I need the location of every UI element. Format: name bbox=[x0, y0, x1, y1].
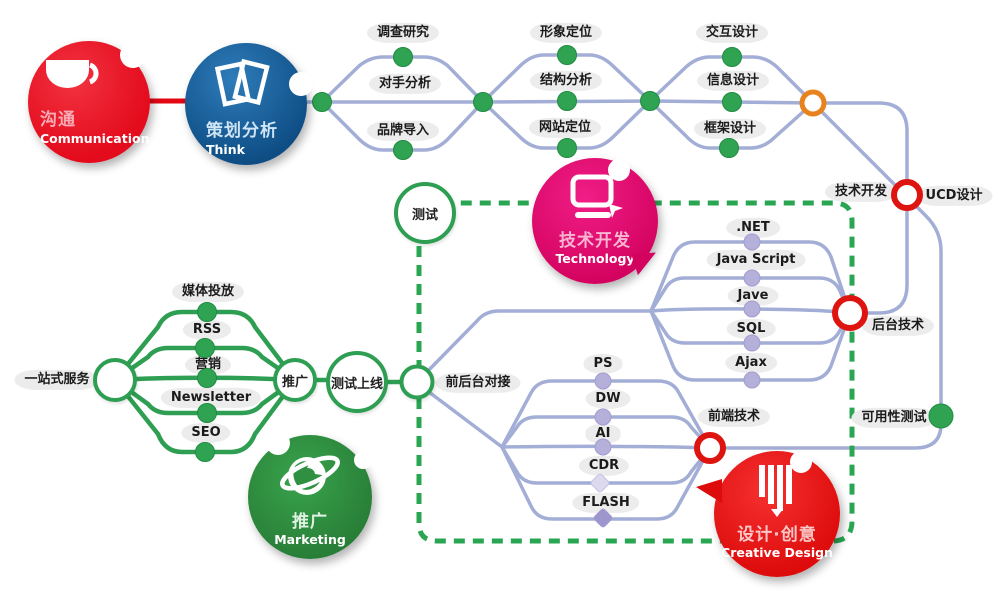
ring-design-merge bbox=[799, 89, 827, 117]
node-information-design bbox=[722, 92, 742, 112]
creative-sticker: 设计·创意 Creative Design bbox=[696, 451, 840, 577]
promote-circle-label: 推广 bbox=[281, 374, 308, 390]
label-information-design: 信息设计 bbox=[696, 70, 770, 92]
label-competitor-analysis: 对手分析 bbox=[368, 73, 442, 95]
node-newsletter bbox=[197, 403, 217, 423]
label-jave: Jave bbox=[727, 285, 779, 307]
label-one-stop-service: 一站式服务 bbox=[14, 369, 100, 391]
marketing-sticker-notch-2 bbox=[354, 451, 372, 469]
documents-icon bbox=[215, 58, 270, 107]
technology-sticker: 技术开发 Technology bbox=[532, 158, 661, 284]
node-website-positioning bbox=[557, 138, 577, 158]
creative-sticker-tail bbox=[696, 479, 722, 503]
technology-sticker-notch bbox=[608, 159, 630, 181]
think-sticker: 策划分析 Think bbox=[185, 43, 313, 165]
node-interaction-design bbox=[722, 47, 742, 67]
label-usability-test: 可用性测试 bbox=[851, 407, 937, 429]
node-seo bbox=[195, 442, 215, 462]
label-website-positioning: 网站定位 bbox=[528, 117, 602, 139]
label-brand-introduction: 品牌导入 bbox=[366, 120, 440, 142]
label-tech-development: 技术开发 bbox=[824, 181, 898, 203]
one-stop-junction-circle bbox=[93, 358, 137, 402]
label-integration: 前后台对接 bbox=[435, 372, 521, 394]
node-brand-introduction bbox=[393, 140, 413, 160]
label-ps: PS bbox=[583, 353, 623, 375]
line-ucd-to-backend bbox=[811, 101, 909, 315]
node-survey-research bbox=[393, 47, 413, 67]
ring-ucd-design bbox=[891, 179, 923, 211]
communication-title-zh: 沟通 bbox=[40, 110, 76, 130]
node-rss bbox=[195, 338, 215, 358]
label-image-positioning: 形象定位 bbox=[529, 22, 603, 44]
test-circle: 测试 bbox=[394, 182, 456, 244]
label-structure-analysis: 结构分析 bbox=[529, 70, 603, 92]
node-image-positioning bbox=[557, 45, 577, 65]
node-marketing-channel bbox=[197, 368, 217, 388]
label-rss: RSS bbox=[182, 319, 232, 341]
node-structure-analysis bbox=[557, 91, 577, 111]
think-title-en: Think bbox=[206, 142, 245, 157]
node-stage2-merge bbox=[640, 91, 660, 111]
label-backend-tech: 后台技术 bbox=[861, 315, 935, 337]
communication-title-en: Communication bbox=[40, 131, 150, 146]
node-think-junction bbox=[312, 92, 332, 112]
computer-icon bbox=[570, 174, 623, 218]
label-dotnet: .NET bbox=[726, 217, 780, 239]
node-ai bbox=[594, 438, 612, 456]
technology-title-en: Technology bbox=[555, 251, 635, 266]
communication-sticker-notch bbox=[120, 42, 146, 68]
label-frontend-tech: 前端技术 bbox=[697, 406, 771, 428]
label-dw: DW bbox=[585, 388, 631, 410]
node-framework-design bbox=[719, 138, 739, 158]
node-javascript bbox=[743, 269, 761, 287]
ring-backend-tech bbox=[832, 295, 868, 331]
creative-title-zh: 设计·创意 bbox=[737, 525, 817, 545]
label-ucd-design: UCD设计 bbox=[915, 185, 993, 207]
dashed-scope-box bbox=[416, 200, 855, 544]
marketing-sticker-notch bbox=[266, 431, 290, 455]
creative-title-en: Creative Design bbox=[721, 545, 833, 560]
think-title-zh: 策划分析 bbox=[206, 121, 278, 141]
label-flash: FLASH bbox=[572, 492, 640, 514]
test-circle-label: 测试 bbox=[411, 207, 438, 223]
label-sql: SQL bbox=[726, 318, 776, 340]
node-jave bbox=[743, 300, 761, 318]
test-online-circle: 测试上线 bbox=[326, 351, 388, 413]
promote-circle: 推广 bbox=[273, 358, 317, 402]
label-cdr: CDR bbox=[578, 455, 630, 477]
marketing-title-en: Marketing bbox=[274, 532, 346, 547]
label-seo: SEO bbox=[181, 422, 231, 444]
think-sticker-notch bbox=[289, 72, 313, 96]
label-media-placement: 媒体投放 bbox=[171, 281, 245, 303]
integration-junction-circle bbox=[399, 364, 435, 400]
marketing-title-zh: 推广 bbox=[292, 512, 328, 532]
node-ps bbox=[594, 372, 612, 390]
label-interaction-design: 交互设计 bbox=[695, 22, 769, 44]
technology-title-zh: 技术开发 bbox=[559, 231, 631, 251]
node-dotnet bbox=[743, 233, 761, 251]
striped-banner-icon bbox=[759, 465, 792, 517]
globe-icon bbox=[280, 455, 340, 495]
line-integration-to-backend-fan bbox=[419, 309, 653, 380]
cup-icon bbox=[46, 60, 99, 88]
communication-sticker: 沟通 Communication bbox=[28, 41, 150, 163]
label-framework-design: 框架设计 bbox=[693, 118, 767, 140]
ring-frontend-tech bbox=[694, 432, 726, 464]
creative-sticker-notch bbox=[790, 451, 812, 473]
label-ajax: Ajax bbox=[725, 352, 777, 374]
label-ai: AI bbox=[585, 423, 621, 445]
line-ucd-to-usability bbox=[811, 101, 943, 418]
label-javascript: Java Script bbox=[706, 249, 806, 271]
node-ajax bbox=[743, 371, 761, 389]
test-online-label: 测试上线 bbox=[330, 376, 383, 392]
node-dw bbox=[594, 408, 612, 426]
marketing-sticker: 推广 Marketing bbox=[248, 431, 372, 559]
line-integration-to-frontend-fan bbox=[419, 384, 504, 449]
label-newsletter: Newsletter bbox=[160, 387, 262, 409]
node-stage1-merge bbox=[473, 92, 493, 112]
node-media-placement bbox=[197, 302, 217, 322]
label-survey-research: 调查研究 bbox=[366, 22, 440, 44]
node-sql bbox=[743, 334, 761, 352]
node-usability-test bbox=[928, 403, 954, 429]
